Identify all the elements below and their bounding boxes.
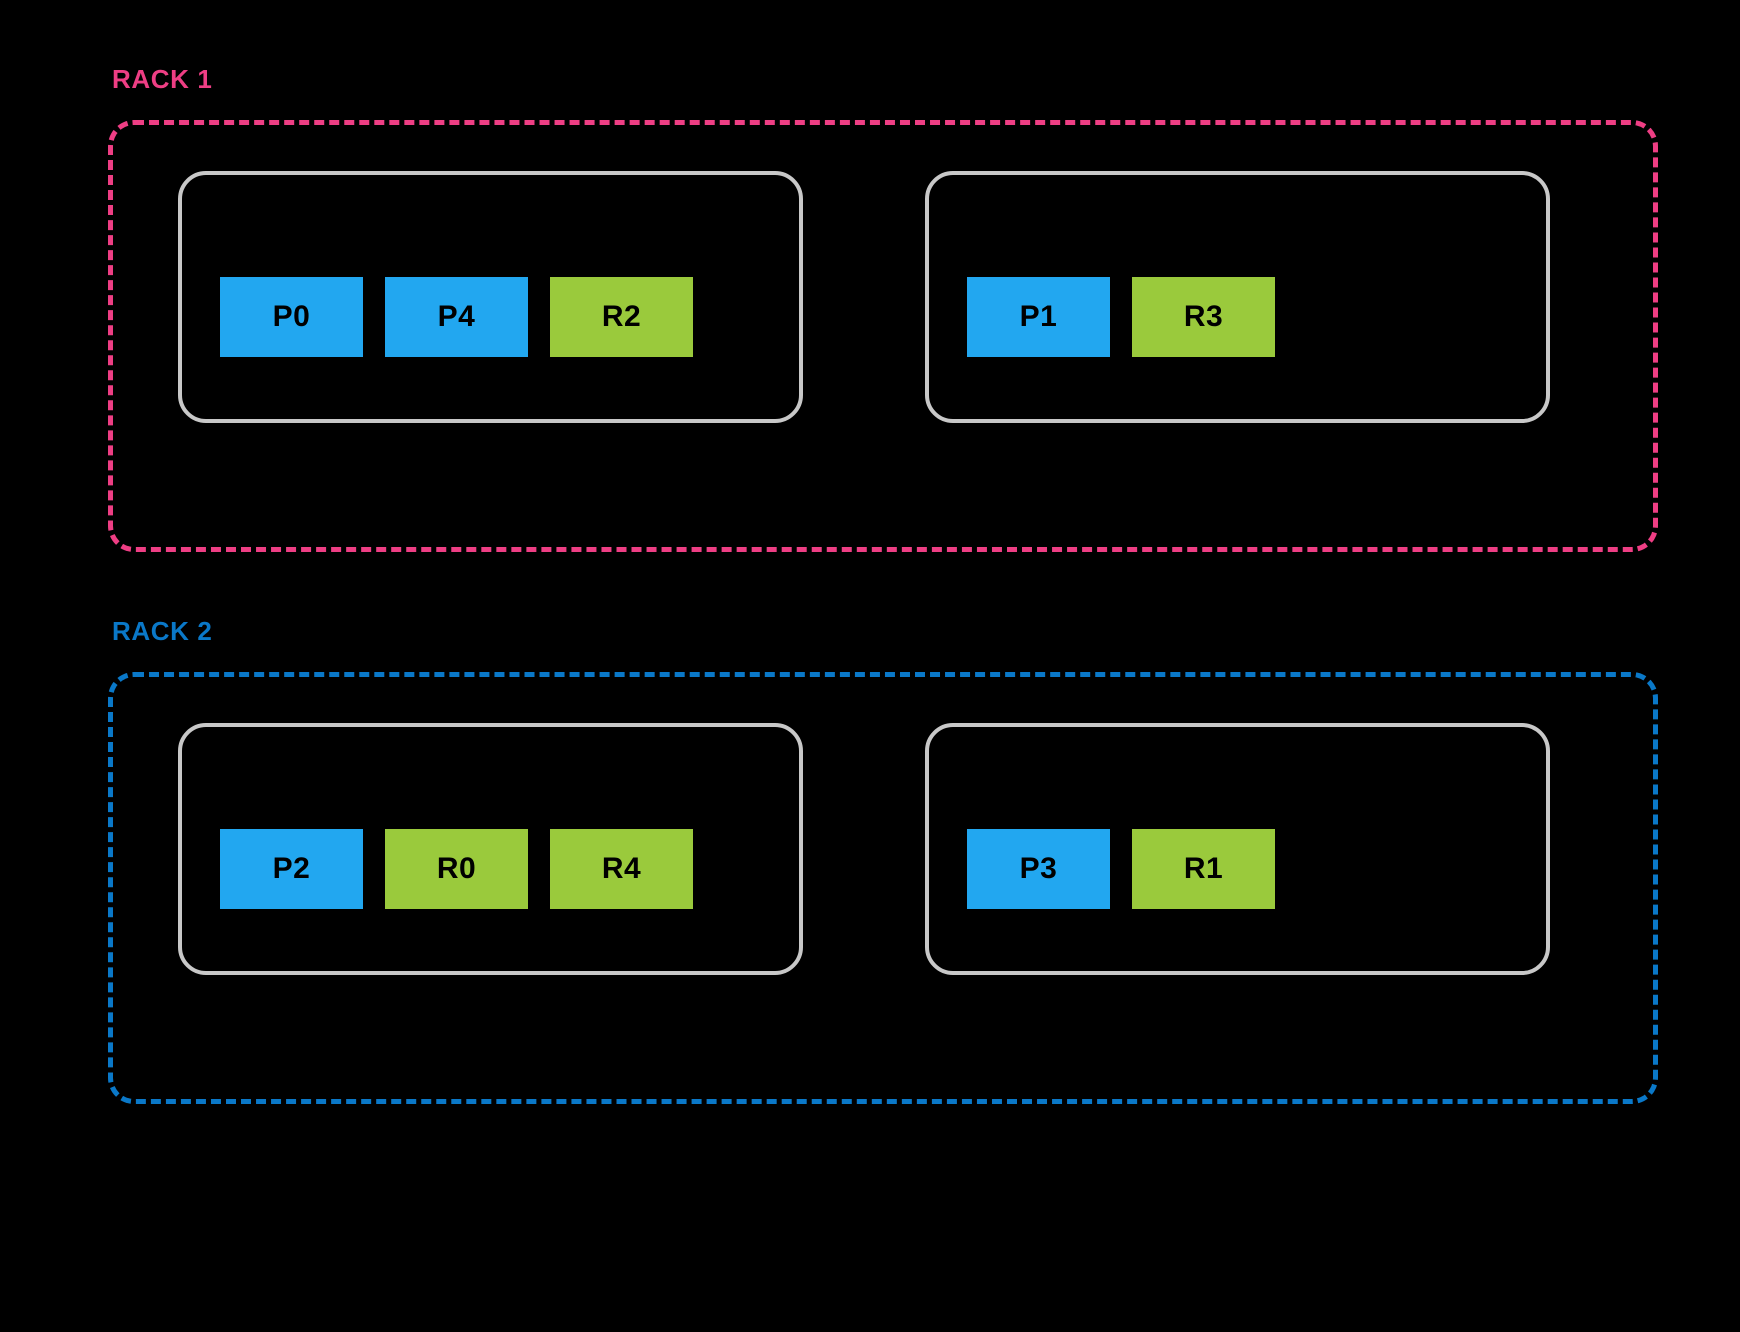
rack-boundary-2: P2 R0 R4 P3 <box>108 672 1658 1104</box>
chip-label: R2 <box>601 300 642 333</box>
chip-r0[interactable]: R0 <box>385 829 528 909</box>
node-items: P3 R1 <box>929 829 1275 909</box>
chip-label: P1 <box>1019 300 1058 333</box>
node-rack2-left[interactable]: P2 R0 R4 <box>178 723 803 975</box>
chip-label: P3 <box>1019 852 1058 885</box>
chip-p2[interactable]: P2 <box>220 829 363 909</box>
rack-group-2: RACK 2 P2 R0 R4 <box>108 618 1658 1104</box>
chip-label: P0 <box>272 300 311 333</box>
node-rack1-left[interactable]: P0 P4 R2 <box>178 171 803 423</box>
chip-label: R1 <box>1183 852 1224 885</box>
node-rack1-right[interactable]: P1 R3 <box>925 171 1550 423</box>
node-items: P2 R0 R4 <box>182 829 693 909</box>
chip-p4[interactable]: P4 <box>385 277 528 357</box>
node-rack2-right[interactable]: P3 R1 <box>925 723 1550 975</box>
chip-label: P2 <box>272 852 311 885</box>
rack-group-1: RACK 1 P0 P4 R2 <box>108 66 1658 552</box>
chip-label: P4 <box>437 300 476 333</box>
chip-label: R3 <box>1183 300 1224 333</box>
nodes-row-1: P0 P4 R2 P1 <box>113 125 1653 547</box>
node-items: P0 P4 R2 <box>182 277 693 357</box>
chip-label: R4 <box>601 852 642 885</box>
chip-label: R0 <box>436 852 477 885</box>
node-items: P1 R3 <box>929 277 1275 357</box>
chip-r3[interactable]: R3 <box>1132 277 1275 357</box>
chip-p0[interactable]: P0 <box>220 277 363 357</box>
rack-label-1: RACK 1 <box>112 64 213 94</box>
chip-r2[interactable]: R2 <box>550 277 693 357</box>
nodes-row-2: P2 R0 R4 P3 <box>113 677 1653 1099</box>
chip-r1[interactable]: R1 <box>1132 829 1275 909</box>
rack-boundary-1: P0 P4 R2 P1 <box>108 120 1658 552</box>
chip-r4[interactable]: R4 <box>550 829 693 909</box>
rack-label-2: RACK 2 <box>112 616 213 646</box>
chip-p3[interactable]: P3 <box>967 829 1110 909</box>
chip-p1[interactable]: P1 <box>967 277 1110 357</box>
